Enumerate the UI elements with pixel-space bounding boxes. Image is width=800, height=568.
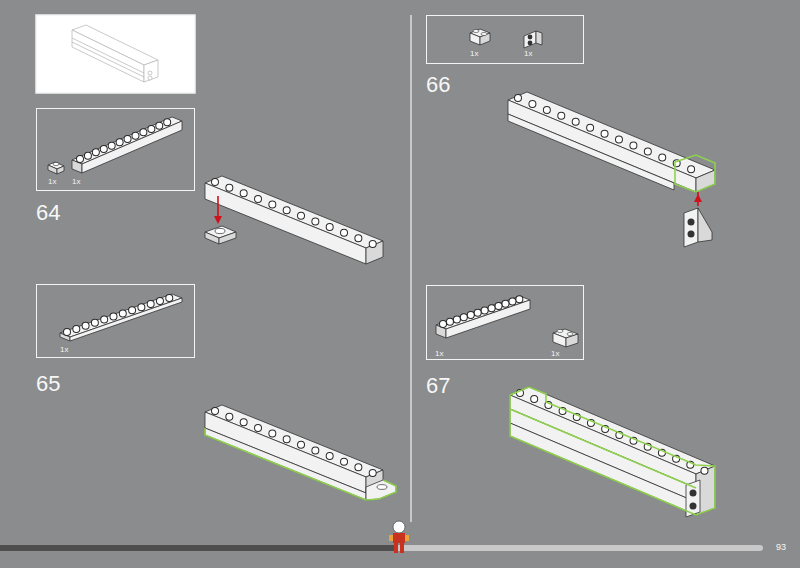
parts-callout: 1x 1x	[36, 108, 195, 191]
minifig	[389, 521, 409, 553]
parts-64	[48, 117, 182, 174]
part-count: 1x	[60, 345, 68, 354]
brick-66	[508, 92, 715, 247]
parts-65	[60, 294, 182, 341]
step-number: 66	[426, 72, 450, 98]
brick-65	[205, 405, 396, 500]
brick-64	[205, 176, 383, 264]
step-number: 67	[426, 373, 450, 399]
page-number: 93	[776, 542, 786, 552]
parts-callout: 1x 1x	[426, 285, 584, 360]
step-number: 65	[36, 371, 60, 397]
preview-box	[36, 15, 195, 93]
preview-model	[72, 25, 158, 82]
parts-callout: 1x 1x	[426, 15, 584, 64]
part-count: 1x	[72, 177, 80, 186]
part-count: 1x	[551, 349, 559, 358]
parts-67	[436, 296, 578, 347]
divider	[410, 15, 411, 522]
part-count: 1x	[470, 49, 478, 58]
brick-67	[510, 387, 715, 517]
parts-66	[470, 29, 542, 48]
progress-bar	[0, 521, 763, 553]
parts-callout: 1x	[36, 284, 195, 358]
part-count: 1x	[48, 177, 56, 186]
part-count: 1x	[524, 49, 532, 58]
step-number: 64	[36, 200, 60, 226]
part-count: 1x	[435, 349, 443, 358]
